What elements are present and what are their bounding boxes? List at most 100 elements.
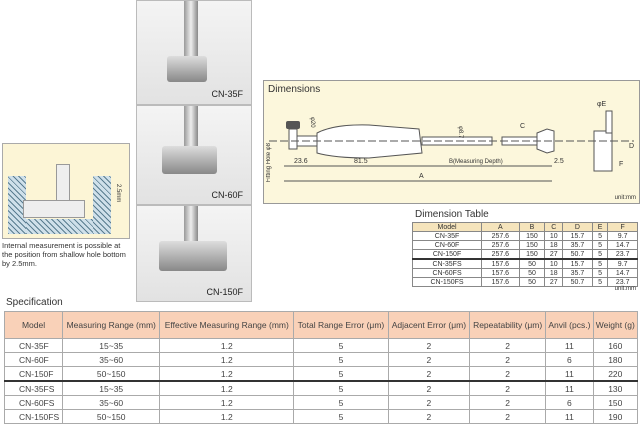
column-header: Model <box>411 222 483 232</box>
photo-label: CN-35F <box>211 89 243 99</box>
table-cell: 50 <box>518 258 546 269</box>
label-2-5: 2.5 <box>554 158 564 165</box>
table-cell: CN-60F <box>411 240 483 250</box>
column-header: Measuring Range (mm) <box>62 311 161 339</box>
column-header: Adjacent Error (μm) <box>387 311 471 339</box>
label-e: φE <box>597 101 607 108</box>
table-cell: 18 <box>544 268 564 278</box>
table-cell: 1.2 <box>159 366 295 382</box>
table-cell: CN-150F <box>411 249 483 260</box>
unit-label: unit:mm <box>614 195 636 201</box>
depth-label: 2.5mm <box>115 184 121 203</box>
dimension-table-unit: unit:mm <box>614 286 636 292</box>
table-cell: 35~60 <box>62 352 161 367</box>
table-cell: 150 <box>518 240 546 250</box>
dimensions-panel: Dimensions φ20 φ8.7 C φE D F 23.6 81.5 B… <box>263 80 640 204</box>
table-cell: 2 <box>469 338 547 353</box>
label-b: B(Measuring Depth) <box>449 159 503 165</box>
column-header: Weight (g) <box>592 311 639 339</box>
table-cell: 157.6 <box>481 258 520 269</box>
label-23-6: 23.6 <box>294 158 308 165</box>
table-cell: 2 <box>387 366 471 382</box>
table-cell: 5 <box>293 395 389 410</box>
table-cell: 27 <box>544 249 564 260</box>
table-cell: CN-35FS <box>3 380 64 396</box>
table-cell: 15~35 <box>62 338 161 353</box>
table-cell: 5 <box>591 231 609 241</box>
dimension-drawing <box>269 110 634 182</box>
table-cell: 5 <box>591 240 609 250</box>
dimensions-title: Dimensions <box>268 84 321 95</box>
illustration-caption: Internal measurement is possible at the … <box>2 241 126 268</box>
table-cell: 5 <box>591 258 609 269</box>
table-cell: CN-60F <box>3 352 64 367</box>
table-cell: 11 <box>545 409 594 424</box>
table-cell: 2 <box>469 352 547 367</box>
table-cell: 150 <box>592 395 639 410</box>
label-f: F <box>619 161 624 168</box>
table-cell: 50.7 <box>562 249 593 260</box>
label-a: A <box>419 173 424 180</box>
photo-cn-35f: CN-35F <box>136 0 252 105</box>
table-cell: 11 <box>545 366 594 382</box>
table-cell: CN-150FS <box>411 277 483 287</box>
table-cell: 14.7 <box>607 240 638 250</box>
table-cell: 23.7 <box>607 277 638 287</box>
table-cell: CN-60FS <box>3 395 64 410</box>
column-header: Anvil (pcs.) <box>545 311 594 339</box>
table-cell: 23.7 <box>607 249 638 260</box>
table-cell: 1.2 <box>159 395 295 410</box>
table-cell: CN-35F <box>411 231 483 241</box>
table-cell: 35.7 <box>562 240 593 250</box>
column-header: E <box>591 222 609 232</box>
table-cell: 5 <box>293 380 389 396</box>
table-cell: 5 <box>293 409 389 424</box>
specification-title: Specification <box>6 297 63 308</box>
label-d: D <box>629 143 635 150</box>
column-header: Repeatability (μm) <box>469 311 547 339</box>
table-cell: 14.7 <box>607 268 638 278</box>
table-cell: 18 <box>544 240 564 250</box>
table-cell: 1.2 <box>159 338 295 353</box>
table-cell: CN-60FS <box>411 268 483 278</box>
table-cell: 5 <box>293 352 389 367</box>
column-header: C <box>544 222 564 232</box>
column-header: B <box>518 222 546 232</box>
table-cell: 1.2 <box>159 380 295 396</box>
table-cell: 2 <box>387 352 471 367</box>
table-cell: 150 <box>518 231 546 241</box>
table-cell: 10 <box>544 258 564 269</box>
table-cell: 190 <box>592 409 639 424</box>
table-cell: 150 <box>518 249 546 260</box>
table-cell: 2 <box>387 338 471 353</box>
table-cell: 50 <box>518 277 546 287</box>
column-header: D <box>562 222 593 232</box>
table-cell: 2 <box>387 395 471 410</box>
table-cell: 2 <box>387 409 471 424</box>
table-cell: 220 <box>592 366 639 382</box>
table-cell: 5 <box>293 338 389 353</box>
table-cell: CN-150F <box>3 366 64 382</box>
table-cell: 27 <box>544 277 564 287</box>
table-cell: 157.6 <box>481 277 520 287</box>
label-81-5: 81.5 <box>354 158 368 165</box>
table-cell: 15.7 <box>562 258 593 269</box>
table-cell: 50.7 <box>562 277 593 287</box>
table-cell: 9.7 <box>607 231 638 241</box>
label-phi20: φ20 <box>309 117 315 128</box>
table-cell: CN-150FS <box>3 409 64 424</box>
table-cell: 50 <box>518 268 546 278</box>
rod <box>184 206 198 241</box>
table-cell: 257.6 <box>481 249 520 260</box>
